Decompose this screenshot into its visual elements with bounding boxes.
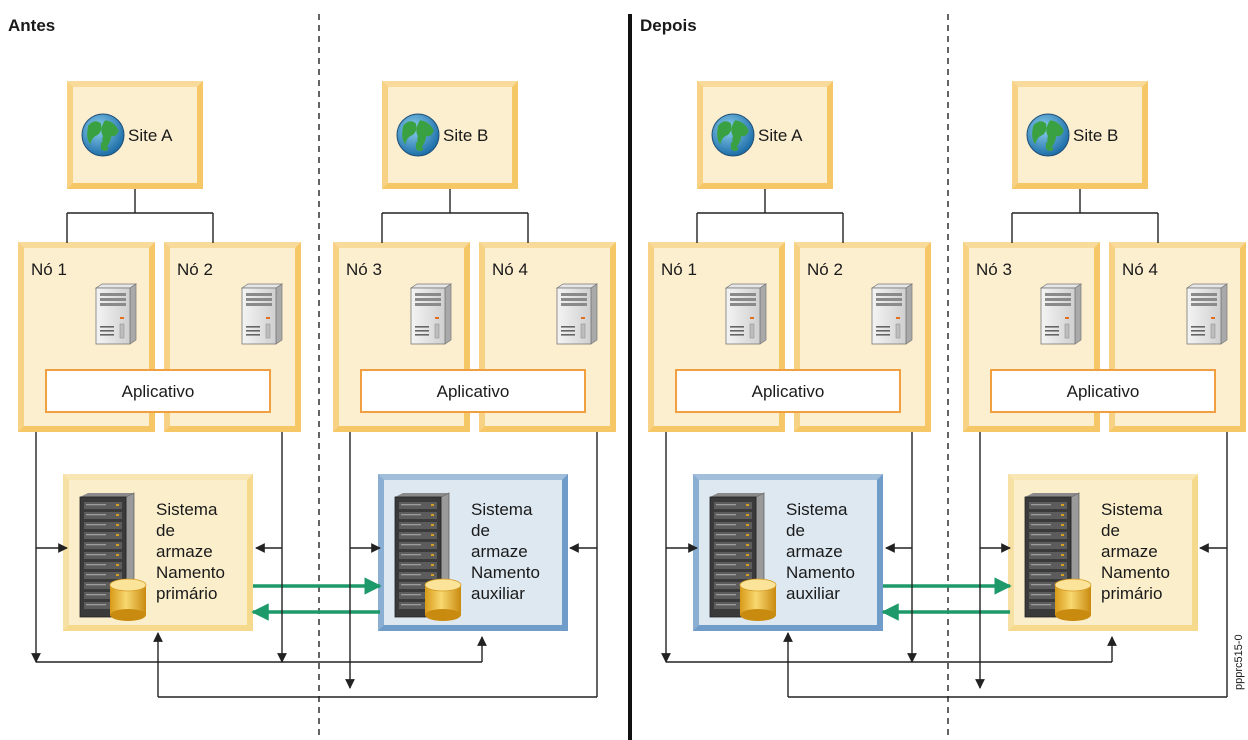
app-box xyxy=(360,369,586,413)
storage-label: Sistema xyxy=(1101,500,1163,519)
app-label: Aplicativo xyxy=(122,382,195,401)
node-label: Nó 4 xyxy=(1122,260,1158,279)
panel-heading-before: Antes xyxy=(8,16,55,35)
storage-label: Sistema xyxy=(156,500,218,519)
globe-icon xyxy=(81,113,125,157)
server-icon xyxy=(240,283,284,345)
site-label: Site B xyxy=(1073,126,1118,145)
storage-label: primário xyxy=(1101,584,1162,603)
app-box xyxy=(990,369,1216,413)
site-group: Site A Nó 1 Nó 2 Aplicativo xyxy=(18,81,301,432)
node-label: Nó 1 xyxy=(661,260,697,279)
globe-icon xyxy=(1026,113,1070,157)
app-label: Aplicativo xyxy=(1067,382,1140,401)
site-group: Site B Nó 3 Nó 4 Aplicativo xyxy=(333,81,616,432)
storage-label: primário xyxy=(156,584,217,603)
panel-heading-after: Depois xyxy=(640,16,697,35)
storage-label: Sistema xyxy=(471,500,533,519)
site-group: Site B Nó 3 Nó 4 Aplicativo xyxy=(963,81,1246,432)
server-icon xyxy=(1039,283,1083,345)
node-label: Nó 2 xyxy=(807,260,843,279)
globe-icon xyxy=(396,113,440,157)
app-label: Aplicativo xyxy=(752,382,825,401)
storage-label: de xyxy=(1101,521,1120,540)
storage-label: auxiliar xyxy=(786,584,840,603)
storage-label: Sistema xyxy=(786,500,848,519)
app-box xyxy=(675,369,901,413)
storage-rack-icon xyxy=(394,492,462,621)
node-label: Nó 2 xyxy=(177,260,213,279)
server-icon xyxy=(1185,283,1229,345)
storage-label: Namento xyxy=(156,563,225,582)
storage-label: armaze xyxy=(471,542,528,561)
node-label: Nó 3 xyxy=(976,260,1012,279)
storage-label: Namento xyxy=(1101,563,1170,582)
storage-label: armaze xyxy=(1101,542,1158,561)
storage-label: de xyxy=(156,521,175,540)
site-group: Site A Nó 1 Nó 2 Aplicativo xyxy=(648,81,931,432)
site-label: Site A xyxy=(758,126,803,145)
storage-rack-icon xyxy=(1024,492,1092,621)
server-icon xyxy=(94,283,138,345)
storage-label: armaze xyxy=(156,542,213,561)
storage-rack-icon xyxy=(709,492,777,621)
server-icon xyxy=(870,283,914,345)
app-box xyxy=(45,369,271,413)
server-icon xyxy=(409,283,453,345)
storage-label: Namento xyxy=(471,563,540,582)
storage-label: de xyxy=(786,521,805,540)
site-label: Site A xyxy=(128,126,173,145)
node-label: Nó 4 xyxy=(492,260,528,279)
app-label: Aplicativo xyxy=(437,382,510,401)
storage-label: Namento xyxy=(786,563,855,582)
server-icon xyxy=(555,283,599,345)
node-label: Nó 3 xyxy=(346,260,382,279)
storage-label: auxiliar xyxy=(471,584,525,603)
storage-label: armaze xyxy=(786,542,843,561)
figure-id: ppprc515-0 xyxy=(1233,634,1245,690)
node-label: Nó 1 xyxy=(31,260,67,279)
globe-icon xyxy=(711,113,755,157)
storage-label: de xyxy=(471,521,490,540)
storage-rack-icon xyxy=(79,492,147,621)
site-label: Site B xyxy=(443,126,488,145)
server-icon xyxy=(724,283,768,345)
